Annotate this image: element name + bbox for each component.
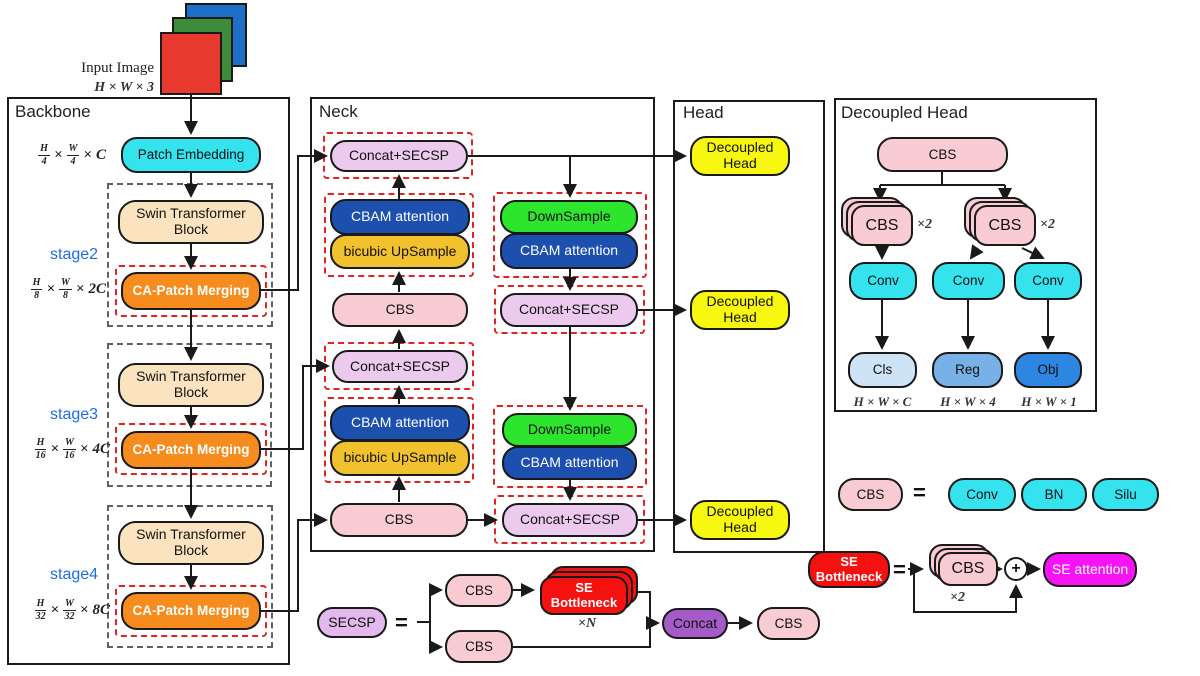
- legend-se-equals: =: [893, 557, 906, 582]
- neck-downsample-2: DownSample: [502, 413, 637, 447]
- neck-concat-secsp-2: Concat+SECSP: [332, 350, 468, 383]
- swin-transformer-block-2: Swin Transformer Block: [118, 363, 264, 407]
- backbone-frame: [7, 97, 290, 665]
- decoupled-head-title: Decoupled Head: [841, 103, 968, 122]
- legend-secsp-xn: ×N: [578, 616, 597, 631]
- patch-embedding-box: Patch Embedding: [121, 137, 261, 173]
- neck-cbam-attention-1: CBAM attention: [330, 199, 470, 235]
- input-channel-red: [160, 32, 222, 95]
- legend-secsp-cbs-2: CBS: [445, 630, 513, 663]
- legend-se-cbs-stack: CBS: [929, 544, 998, 586]
- decoupled-head-output-2: Decoupled Head: [690, 290, 790, 330]
- stage3-group: [107, 343, 272, 487]
- dhead-conv-2: Conv: [932, 262, 1005, 300]
- neck-cbam-attention-3: CBAM attention: [500, 233, 638, 269]
- dhead-cls-box: Cls: [848, 352, 917, 388]
- head-title: Head: [683, 103, 724, 122]
- neck-cbam-attention-2: CBAM attention: [330, 405, 470, 441]
- legend-conv-box: Conv: [948, 478, 1016, 511]
- legend-silu-box: Silu: [1092, 478, 1159, 511]
- dhead-conv-1: Conv: [849, 262, 917, 300]
- input-image-label: Input Image: [81, 60, 154, 76]
- backbone-title: Backbone: [15, 102, 91, 121]
- neck-title: Neck: [319, 102, 358, 121]
- dhead-cbs-left: CBS: [851, 205, 913, 246]
- stage4-label: stage4: [50, 566, 99, 583]
- dhead-cbs-stack-right: CBS: [964, 197, 1036, 246]
- decoupled-head-frame: [834, 98, 1097, 412]
- legend-secsp-cbs-1: CBS: [445, 574, 513, 607]
- dhead-reg-dim: H × W × 4: [940, 394, 996, 409]
- legend-secsp-cbs-3: CBS: [757, 607, 820, 640]
- neck-bicubic-upsample-2: bicubic UpSample: [330, 440, 470, 476]
- dhead-obj-box: Obj: [1014, 352, 1082, 388]
- legend-secsp-box: SECSP: [317, 607, 387, 638]
- stage3-label: stage3: [50, 406, 99, 423]
- neck-concat-secsp-3: Concat+SECSP: [500, 293, 638, 327]
- plus-icon: +: [1004, 557, 1028, 581]
- dhead-conv-3: Conv: [1014, 262, 1082, 300]
- neck-cbs-2: CBS: [330, 503, 468, 537]
- swin-transformer-block-1: Swin Transformer Block: [118, 200, 264, 244]
- legend-se-attention-box: SE attention: [1043, 552, 1137, 587]
- swin-transformer-block-3: Swin Transformer Block: [118, 521, 264, 565]
- dhead-cls-dim: H × W × C: [853, 394, 912, 409]
- legend-secsp-se-bottleneck: SE Bottleneck: [540, 576, 628, 615]
- ca-patch-merging-1: CA-Patch Merging: [121, 272, 261, 310]
- head-frame: [673, 100, 825, 553]
- neck-concat-secsp-1: Concat+SECSP: [330, 140, 468, 172]
- legend-se-x2: ×2: [950, 590, 965, 605]
- legend-secsp-equals: =: [395, 610, 408, 635]
- ca-patch-merging-2: CA-Patch Merging: [121, 431, 261, 469]
- neck-concat-secsp-4: Concat+SECSP: [502, 503, 638, 537]
- input-image-dim: H × W × 3: [94, 80, 154, 95]
- dhead-cbs-right: CBS: [974, 205, 1036, 246]
- decoupled-head-output-3: Decoupled Head: [690, 500, 790, 540]
- neck-bicubic-upsample-1: bicubic UpSample: [330, 234, 470, 269]
- dhead-x2-right: ×2: [1040, 217, 1055, 232]
- legend-se-bottleneck-box: SE Bottleneck: [808, 551, 890, 588]
- legend-secsp-se-stack: SE Bottleneck: [540, 566, 638, 615]
- neck-cbs-1: CBS: [332, 293, 468, 327]
- dhead-x2-left: ×2: [917, 217, 932, 232]
- ca-patch-merging-3: CA-Patch Merging: [121, 592, 261, 630]
- neck-frame: [310, 97, 655, 552]
- dhead-cbs-stack-left: CBS: [841, 197, 913, 246]
- neck-downsample-1: DownSample: [500, 200, 638, 234]
- legend-cbs-box: CBS: [838, 478, 903, 511]
- dhead-cbs-top: CBS: [877, 137, 1008, 172]
- dhead-obj-dim: H × W × 1: [1021, 394, 1077, 409]
- legend-secsp-concat-box: Concat: [662, 608, 728, 639]
- legend-cbs-equals: =: [913, 480, 926, 505]
- dhead-reg-box: Reg: [932, 352, 1003, 388]
- neck-cbam-attention-4: CBAM attention: [502, 446, 637, 480]
- legend-bn-box: BN: [1021, 478, 1087, 511]
- decoupled-head-output-1: Decoupled Head: [690, 136, 790, 176]
- stage2-label: stage2: [50, 246, 99, 263]
- legend-se-cbs: CBS: [938, 552, 998, 586]
